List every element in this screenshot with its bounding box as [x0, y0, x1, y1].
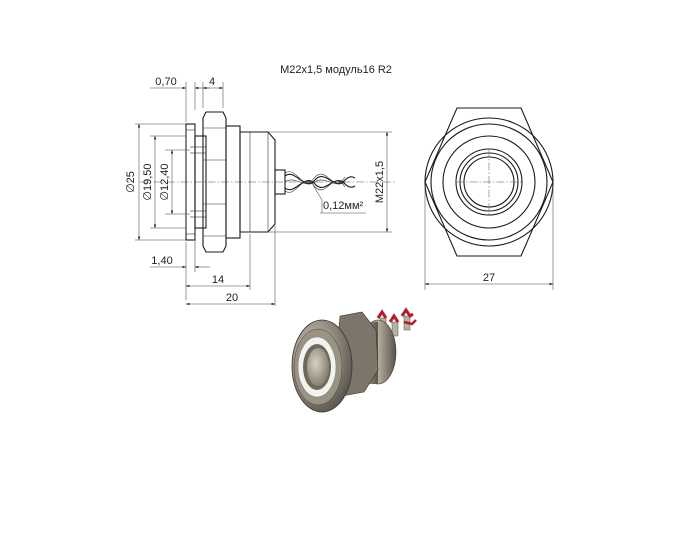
dim-070: 0,70 — [155, 76, 176, 88]
dim-14: 14 — [212, 274, 224, 286]
wire-section-label: 0,12мм² — [323, 200, 364, 212]
drawing-title: M22x1,5 модуль16 R2 — [280, 64, 392, 76]
product-render — [291, 307, 417, 413]
side-view: 0,12мм² 0,70 4 ∅25 ∅19,50 ∅12,40 M22x1,5 — [125, 76, 395, 306]
dim-27: 27 — [483, 272, 495, 284]
dim-d1950: ∅19,50 — [142, 163, 154, 200]
dim-d1240: ∅12,40 — [159, 163, 171, 200]
front-view: 27 — [424, 107, 554, 290]
dim-4: 4 — [209, 76, 215, 88]
dim-140: 1,40 — [151, 255, 172, 267]
dim-d25: ∅25 — [125, 171, 137, 193]
twisted-wire — [284, 171, 356, 193]
dim-thread: M22x1,5 — [374, 161, 386, 203]
dim-20: 20 — [226, 292, 238, 304]
